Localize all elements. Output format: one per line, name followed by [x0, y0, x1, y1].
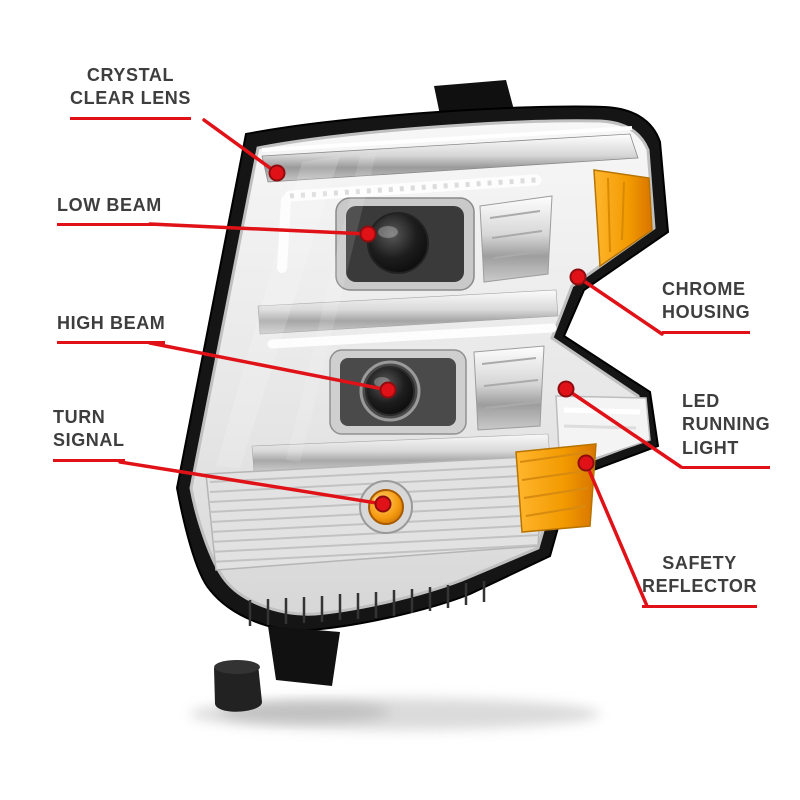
leader-line-safety-reflector: [584, 461, 649, 608]
middle-chrome-reflector: [473, 345, 545, 431]
leader-lines: [118, 118, 683, 608]
callout-crystal-clear-lens: CRYSTAL CLEAR LENS: [70, 64, 192, 120]
headlight-illustration: [175, 80, 670, 730]
callout-label: CHROME HOUSING: [662, 278, 751, 334]
callout-dot-high-beam: [379, 381, 397, 399]
upper-reflector-facets: [489, 210, 545, 259]
callout-dot-chrome-housing: [569, 268, 587, 286]
low-beam-glint: [378, 226, 398, 238]
safety-reflector-amber: [515, 443, 597, 533]
callout-led-running-light: LED RUNNING LIGHT: [682, 390, 771, 470]
callout-dot-crystal-clear-lens: [268, 164, 286, 182]
callout-label: TURN SIGNAL: [53, 406, 125, 462]
led-strip-highlight: [563, 407, 641, 415]
floor-shadow-dark: [220, 702, 390, 722]
divider-band-upper: [257, 289, 559, 335]
leader-line-chrome-housing: [576, 275, 664, 336]
leader-line-crystal-clear-lens: [202, 118, 279, 175]
high-beam-ring: [359, 360, 421, 422]
callout-safety-reflector: SAFETY REFLECTOR: [642, 552, 758, 608]
reflector-hatch: [519, 451, 593, 517]
callout-low-beam: LOW BEAM: [57, 194, 162, 227]
connector-top: [214, 660, 260, 674]
lens-streak: [216, 156, 340, 468]
drl-tube-middle: [267, 323, 557, 349]
base-ridges: [248, 581, 486, 626]
callout-dot-safety-reflector: [577, 454, 595, 472]
leader-line-turn-signal: [118, 460, 385, 506]
low-beam-projector-lens: [367, 212, 429, 274]
callout-dot-low-beam: [359, 225, 377, 243]
callout-dot-led-running-light: [557, 380, 575, 398]
upper-chrome-reflector: [479, 195, 553, 283]
lens-streak-thin: [286, 154, 376, 462]
callout-high-beam: HIGH BEAM: [57, 312, 166, 345]
leader-line-led-running-light: [564, 387, 683, 469]
callout-label: CRYSTAL CLEAR LENS: [70, 64, 192, 120]
callout-chrome-housing: CHROME HOUSING: [662, 278, 751, 334]
callout-dot-turn-signal: [374, 495, 392, 513]
top-highlight: [261, 126, 633, 152]
callout-label: HIGH BEAM: [57, 312, 166, 345]
callout-label: SAFETY REFLECTOR: [642, 552, 758, 608]
connector: [214, 664, 262, 712]
mounting-tab: [434, 80, 514, 115]
drl-dots-upper: [289, 177, 537, 199]
bottom-bracket: [268, 626, 340, 686]
amber-ridges: [607, 177, 625, 253]
drl-tube-left: [277, 195, 291, 273]
callout-turn-signal: TURN SIGNAL: [53, 406, 125, 462]
leader-line-low-beam: [148, 222, 370, 236]
chrome-top-strip: [261, 133, 639, 183]
leader-line-high-beam: [148, 341, 390, 392]
middle-reflector-facets: [481, 357, 541, 409]
callout-label: LED RUNNING LIGHT: [682, 390, 771, 470]
callout-label: LOW BEAM: [57, 194, 162, 227]
